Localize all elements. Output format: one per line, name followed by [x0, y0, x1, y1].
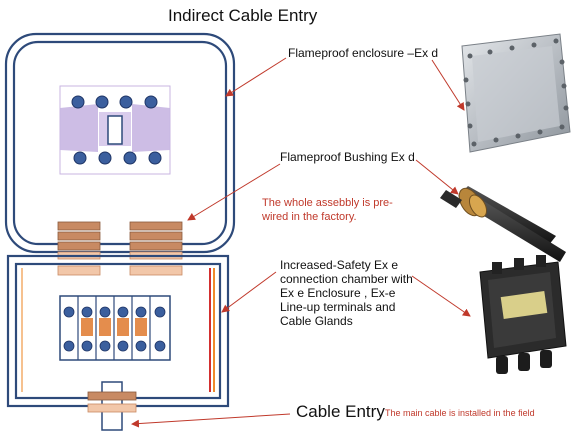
label-ex-e-chamber: Increased-Safety Ex e connection chamber… — [280, 258, 413, 328]
label-prewired-note: The whole assebbly is pre- wired in the … — [262, 197, 393, 223]
wiring — [21, 268, 215, 392]
label-cable-entry: Cable Entry — [296, 402, 385, 421]
terminal-block — [59, 295, 171, 361]
diagram-title: Indirect Cable Entry — [168, 6, 318, 25]
flameproof-enclosure-photo — [461, 33, 571, 153]
flameproof-enclosure — [4, 32, 236, 254]
pointer-arrows — [131, 57, 471, 428]
label-flameproof-bushing: Flameproof Bushing Ex d — [280, 150, 415, 164]
flameproof-bushings — [57, 221, 183, 276]
bushing-photo — [440, 186, 566, 262]
contactor-bolts — [71, 95, 162, 165]
terminal-screws — [63, 306, 166, 352]
label-field-note: The main cable is installed in the field — [385, 408, 535, 418]
ex-e-junction-box-photo — [479, 255, 567, 374]
cable-gland — [87, 381, 137, 431]
label-flameproof-enclosure: Flameproof enclosure –Ex d — [288, 46, 439, 60]
